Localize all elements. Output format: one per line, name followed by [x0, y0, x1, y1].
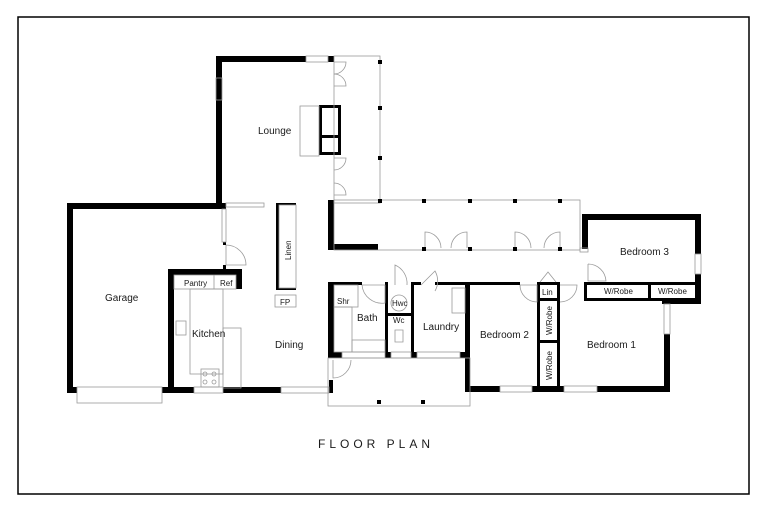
room-label-lounge: Lounge — [258, 126, 292, 137]
room-label-laundry: Laundry — [423, 322, 459, 333]
room-label-shr: Shr — [337, 297, 350, 306]
room-label-bedroom2: Bedroom 2 — [480, 330, 529, 341]
room-label-linen: Linen — [284, 240, 293, 260]
room-label-pantry: Pantry — [184, 279, 207, 288]
room-label-wrobe-b1-lower: W/Robe — [545, 351, 554, 380]
page-border — [17, 16, 750, 495]
walls — [67, 56, 701, 393]
room-label-bedroom3: Bedroom 3 — [620, 247, 669, 258]
room-label-wc: Wc — [393, 316, 405, 325]
room-label-hwc: Hwc — [392, 299, 408, 308]
room-label-lin: Lin — [542, 288, 553, 297]
plan-title: FLOOR PLAN — [318, 437, 434, 451]
room-label-dining: Dining — [275, 340, 303, 351]
room-label-bath: Bath — [357, 313, 378, 324]
room-label-fp: FP — [280, 298, 290, 307]
deck-posts — [377, 60, 562, 404]
fixtures — [76, 55, 702, 407]
room-label-wrobe-b3-left: W/Robe — [604, 287, 633, 296]
room-label-wrobe-b1-upper: W/Robe — [545, 306, 554, 335]
room-label-bedroom1: Bedroom 1 — [587, 340, 636, 351]
room-label-wrobe-b3-right: W/Robe — [658, 287, 687, 296]
room-label-kitchen: Kitchen — [192, 329, 225, 340]
room-label-garage: Garage — [105, 293, 139, 304]
room-label-ref: Ref — [220, 279, 233, 288]
